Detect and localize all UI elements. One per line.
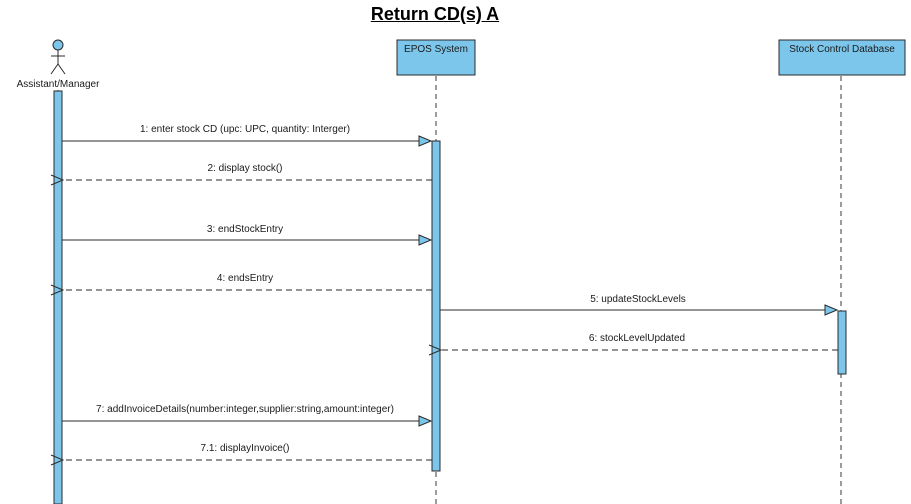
message-label: 7: addInvoiceDetails(number:integer,supp… [96,404,394,415]
lifeline-head-epos[interactable]: EPOS System [396,39,476,76]
lifeline-head-db[interactable]: Stock Control Database [778,39,906,76]
actor-label: Assistant/Manager [17,79,100,90]
message-4[interactable]: 4: endsEntry [63,273,432,290]
message-7-1[interactable]: 7.1: displayInvoice() [63,443,432,460]
db-activation-bar [837,310,847,375]
lifeline-label-epos: EPOS System [404,44,468,55]
message-5[interactable]: 5: updateStockLevels [440,294,837,310]
message-label: 7.1: displayInvoice() [201,443,290,454]
message-label: 6: stockLevelUpdated [589,333,685,344]
message-label: 4: endsEntry [217,273,273,284]
message-2[interactable]: 2: display stock() [63,163,432,180]
actor-figure-icon [50,39,66,75]
message-label: 2: display stock() [207,163,282,174]
message-label: 5: updateStockLevels [590,294,686,305]
message-label: 1: enter stock CD (upc: UPC, quantity: I… [140,124,350,135]
lifeline-label-db: Stock Control Database [789,44,895,55]
message-7[interactable]: 7: addInvoiceDetails(number:integer,supp… [62,404,431,421]
message-3[interactable]: 3: endStockEntry [62,224,431,240]
diagram-title: Return CD(s) A [370,4,500,24]
message-label: 3: endStockEntry [207,224,283,235]
message-1[interactable]: 1: enter stock CD (upc: UPC, quantity: I… [62,124,431,141]
message-6[interactable]: 6: stockLevelUpdated [441,333,838,350]
epos-activation-bar [431,140,441,472]
actor-activation-bar [53,90,63,504]
